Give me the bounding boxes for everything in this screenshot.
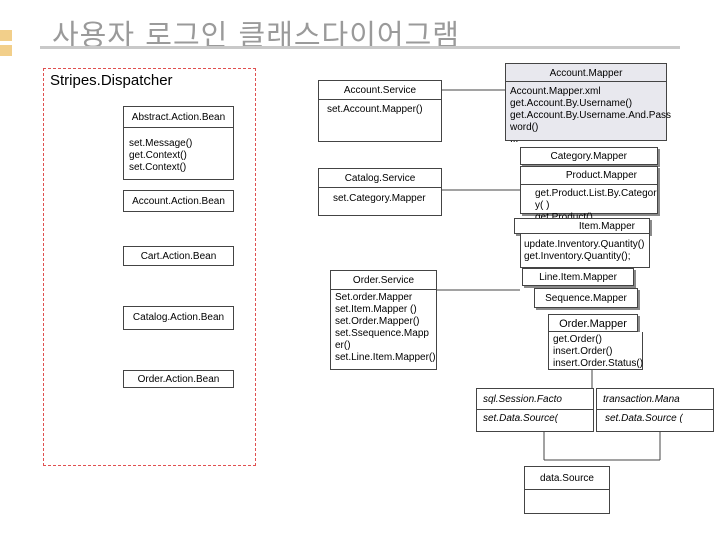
item-mapper-name: Item.Mapper bbox=[578, 221, 635, 232]
order-mapper-box: Order.Mapper bbox=[548, 314, 638, 332]
cart-action-bean-name: Cart.Action.Bean bbox=[140, 251, 217, 262]
product-mapper-name: Product.Mapper bbox=[565, 170, 637, 181]
sql-session-factory-box: sql.Session.Facto set.Data.Source( bbox=[476, 388, 594, 432]
catalog-action-bean-box: Catalog.Action.Bean bbox=[123, 306, 234, 330]
order-service-name: Order.Service bbox=[352, 275, 415, 286]
order-mapper-methods: get.Order() insert.Order() insert.Order.… bbox=[553, 334, 644, 369]
category-mapper-name: Category.Mapper bbox=[550, 151, 627, 162]
order-action-bean-name: Order.Action.Bean bbox=[137, 374, 220, 385]
data-source-box: data.Source bbox=[524, 466, 610, 514]
order-mapper-methods-box: get.Order() insert.Order() insert.Order.… bbox=[548, 332, 643, 370]
product-mapper-box: Product.Mapper get.Product.List.By.Categ… bbox=[520, 166, 658, 223]
bullet-marker bbox=[0, 30, 12, 41]
account-action-bean-box: Account.Action.Bean bbox=[123, 190, 234, 212]
transaction-manager-methods: set.Data.Source ( bbox=[605, 413, 683, 424]
category-mapper-box: Category.Mapper bbox=[520, 147, 658, 165]
order-service-box: Order.Service Set.order.Mapper set.Item.… bbox=[330, 270, 437, 370]
abstract-action-bean-methods-box: set.Message() get.Context() set.Context(… bbox=[123, 128, 234, 180]
abstract-action-bean-methods: set.Message() get.Context() set.Context(… bbox=[129, 138, 193, 173]
catalog-service-name: Catalog.Service bbox=[344, 173, 416, 184]
account-service-methods: set.Account.Mapper() bbox=[327, 104, 423, 115]
sql-session-factory-methods: set.Data.Source( bbox=[483, 413, 559, 424]
order-mapper-name: Order.Mapper bbox=[559, 318, 627, 330]
title-rule bbox=[40, 46, 680, 49]
order-service-methods: Set.order.Mapper set.Item.Mapper () set.… bbox=[335, 292, 436, 363]
account-mapper-methods: Account.Mapper.xml get.Account.By.Userna… bbox=[510, 86, 672, 145]
cart-action-bean-box: Cart.Action.Bean bbox=[123, 246, 234, 266]
account-mapper-box: Account.Mapper Account.Mapper.xml get.Ac… bbox=[505, 63, 671, 145]
transaction-manager-box: transaction.Mana set.Data.Source ( bbox=[596, 388, 714, 432]
catalog-service-box: Catalog.Service set.Category.Mapper bbox=[318, 168, 442, 216]
account-service-box: Account.Service set.Account.Mapper() bbox=[318, 80, 442, 142]
abstract-action-bean-name: Abstract.Action.Bean bbox=[131, 112, 226, 123]
line-item-mapper-name: Line.Item.Mapper bbox=[539, 272, 617, 283]
account-action-bean-name: Account.Action.Bean bbox=[132, 196, 225, 207]
product-mapper-methods: get.Product.List.By.Categor y( ) get.Pro… bbox=[535, 188, 657, 223]
transaction-manager-name: transaction.Mana bbox=[603, 394, 680, 405]
stripes-dispatcher-region bbox=[43, 68, 256, 466]
line-item-mapper-box: Line.Item.Mapper bbox=[522, 268, 634, 286]
catalog-service-methods: set.Category.Mapper bbox=[333, 193, 426, 204]
sequence-mapper-box: Sequence.Mapper bbox=[534, 288, 638, 308]
data-source-name: data.Source bbox=[540, 473, 594, 484]
stripes-dispatcher-label: Stripes.Dispatcher bbox=[50, 72, 173, 89]
catalog-action-bean-name: Catalog.Action.Bean bbox=[132, 312, 225, 323]
item-mapper-methods: update.Inventory.Quantity() get.Inventor… bbox=[524, 239, 645, 262]
item-mapper-methods-box: update.Inventory.Quantity() get.Inventor… bbox=[520, 234, 650, 268]
item-mapper-box: Item.Mapper bbox=[514, 218, 650, 234]
abstract-action-bean-box: Abstract.Action.Bean bbox=[123, 106, 234, 128]
account-mapper-name: Account.Mapper bbox=[549, 68, 623, 79]
bullet-marker bbox=[0, 45, 12, 56]
sql-session-factory-name: sql.Session.Facto bbox=[483, 394, 562, 405]
account-service-name: Account.Service bbox=[343, 85, 417, 96]
sequence-mapper-name: Sequence.Mapper bbox=[545, 293, 627, 304]
order-action-bean-box: Order.Action.Bean bbox=[123, 370, 234, 388]
